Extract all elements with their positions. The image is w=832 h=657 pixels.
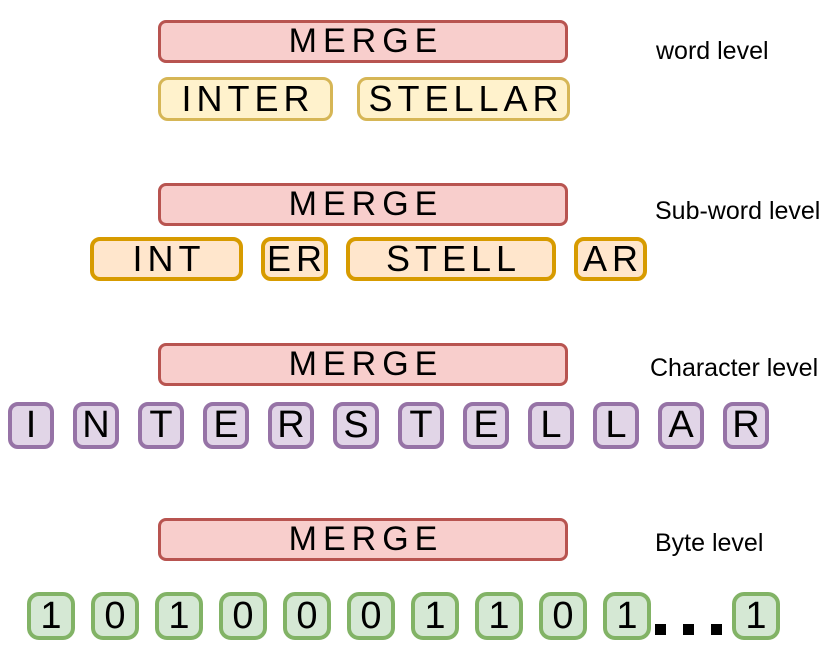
token-box: L	[528, 402, 574, 449]
token-box: INT	[90, 237, 243, 281]
token-box: E	[463, 402, 509, 449]
token-box: 1	[411, 592, 459, 640]
token-box: INTER	[158, 77, 333, 121]
ellipsis-dot	[711, 624, 722, 635]
token-box: 1	[732, 592, 780, 640]
token-box: A	[658, 402, 704, 449]
token-box: R	[268, 402, 314, 449]
merge-box-subword: MERGE	[158, 183, 568, 226]
token-box: S	[333, 402, 379, 449]
level-label-byte: Byte level	[655, 529, 764, 557]
level-label-character: Character level	[650, 354, 819, 382]
merge-box-character: MERGE	[158, 343, 568, 386]
merge-box-byte: MERGE	[158, 518, 568, 561]
level-label-word: word level	[656, 37, 769, 65]
ellipsis-dot	[683, 624, 694, 635]
token-box: 1	[475, 592, 523, 640]
token-box: N	[73, 402, 119, 449]
merge-box-word: MERGE	[158, 20, 568, 63]
token-box: ER	[261, 237, 328, 281]
token-row-word: INTER STELLAR	[158, 77, 570, 121]
level-label-subword: Sub-word level	[655, 197, 821, 225]
token-box: 1	[603, 592, 651, 640]
token-box: 0	[219, 592, 267, 640]
token-box: STELLAR	[357, 77, 570, 121]
token-box: E	[203, 402, 249, 449]
ellipsis-dots	[655, 624, 722, 640]
token-box: L	[593, 402, 639, 449]
token-row-subword: INT ER STELL AR	[90, 237, 647, 281]
token-box: 0	[539, 592, 587, 640]
token-box: T	[398, 402, 444, 449]
token-box: 0	[91, 592, 139, 640]
token-box: T	[138, 402, 184, 449]
token-box: AR	[574, 237, 647, 281]
token-box: I	[8, 402, 54, 449]
token-box: STELL	[346, 237, 556, 281]
token-box: 1	[27, 592, 75, 640]
token-box: 1	[155, 592, 203, 640]
token-box: 0	[347, 592, 395, 640]
token-box: R	[723, 402, 769, 449]
ellipsis-dot	[655, 624, 666, 635]
token-box: 0	[283, 592, 331, 640]
